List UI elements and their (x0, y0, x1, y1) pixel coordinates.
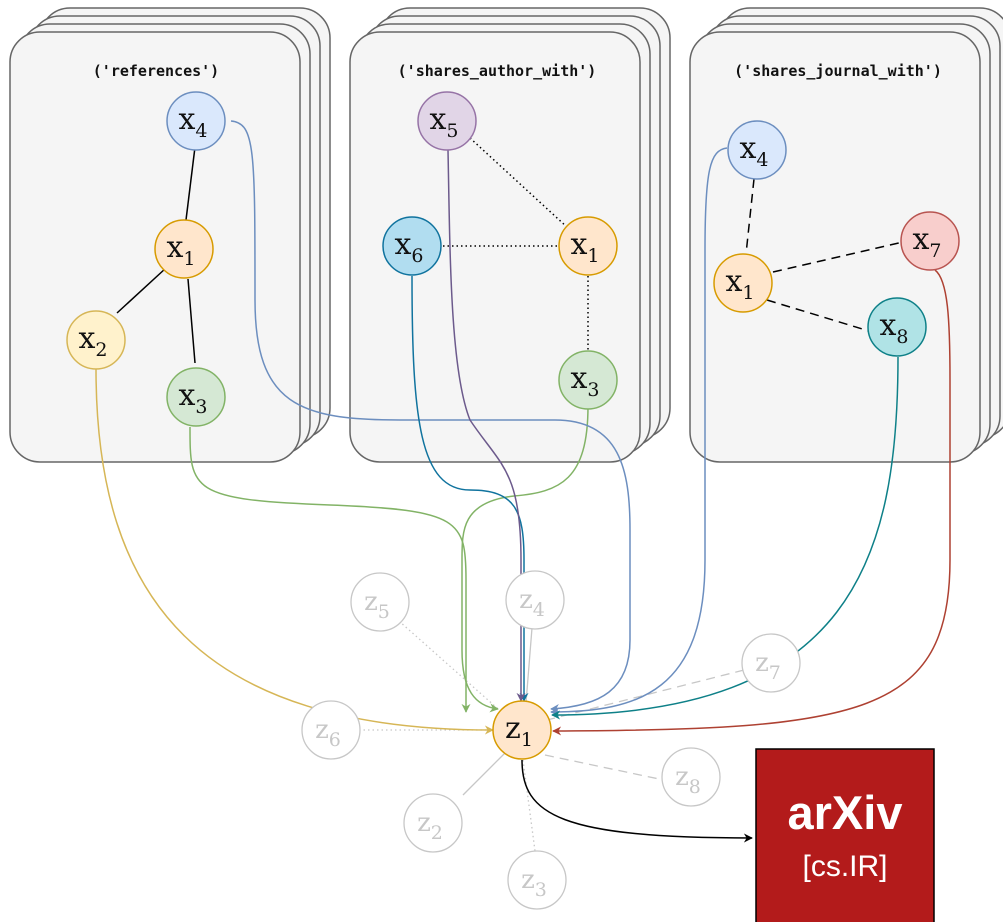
z5-node: z5 (350, 572, 410, 632)
references-x1-node: x1 (154, 219, 214, 279)
shares-journal-x7-node: x7 (900, 211, 960, 271)
shares-author-x6-node-circle (382, 216, 442, 276)
z3-node: z3 (507, 850, 567, 910)
references-x4-node: x4 (166, 91, 226, 151)
shares-author-x3-node-circle (558, 350, 618, 410)
z1-node-circle (492, 700, 552, 760)
aggregation-arrows (95, 120, 951, 843)
panel-title-references: ('references') (93, 62, 219, 80)
z2-node-circle (403, 793, 463, 853)
shares-journal-x1-node-circle (713, 253, 773, 313)
arxiv-logo-text: arXiv (788, 786, 903, 839)
z6-node-circle (301, 700, 361, 760)
z4-node: z4 (505, 570, 565, 630)
arxiv-output: arXiv [cs.IR] (755, 748, 935, 922)
panel-title-shares-journal-with: ('shares_journal_with') (734, 62, 942, 80)
references-x2-node-circle (66, 310, 126, 370)
shares-author-x6-node-label: x6 (394, 227, 423, 267)
z7-node-circle (741, 633, 801, 693)
shares-journal-x8-node-circle (867, 297, 927, 357)
z8-node: z8 (661, 747, 721, 807)
z6-node: z6 (301, 700, 361, 760)
shares-author-x5-node-circle (417, 91, 477, 151)
nodes-layer: x4 x1 x2 x3 x5 x6 x1 x3 x4 x1 x7 x8 z1 z2 z3 z4 z5 z6 z7 z8 (66, 91, 960, 910)
shares-author-x1-node: x1 (558, 216, 618, 276)
references-x3-node-circle (166, 367, 226, 427)
shares-author-x1-node-circle (558, 216, 618, 276)
references-x2-node: x2 (66, 310, 126, 370)
z2-node: z2 (403, 793, 463, 853)
shares-author-x3-node-label: x3 (570, 361, 599, 401)
z4-node-circle (505, 570, 565, 630)
panel-title-shares-author-with: ('shares_author_with') (398, 62, 597, 80)
z5-node-circle (350, 572, 410, 632)
shares-journal-x1-node: x1 (713, 253, 773, 313)
references-x3-node: x3 (166, 367, 226, 427)
z1-node: z1 (492, 700, 552, 760)
references-x1-node-circle (154, 219, 214, 279)
shares-journal-x4-node: x4 (727, 120, 787, 180)
shares-journal-x1-node-label: x1 (725, 264, 754, 304)
references-x4-node-circle (166, 91, 226, 151)
z8-node-circle (661, 747, 721, 807)
ghost-connections (359, 620, 745, 852)
z7-node: z7 (741, 633, 801, 693)
shares-journal-x8-node: x8 (867, 297, 927, 357)
shares-journal-x4-node-circle (727, 120, 787, 180)
arxiv-logo-box (755, 748, 935, 922)
z3-node-circle (507, 850, 567, 910)
shares-author-x6-node: x6 (382, 216, 442, 276)
shares-author-x5-node: x5 (417, 91, 477, 151)
shares-journal-x7-node-circle (900, 211, 960, 271)
shares-author-x3-node: x3 (558, 350, 618, 410)
arxiv-category: [cs.IR] (802, 850, 887, 883)
